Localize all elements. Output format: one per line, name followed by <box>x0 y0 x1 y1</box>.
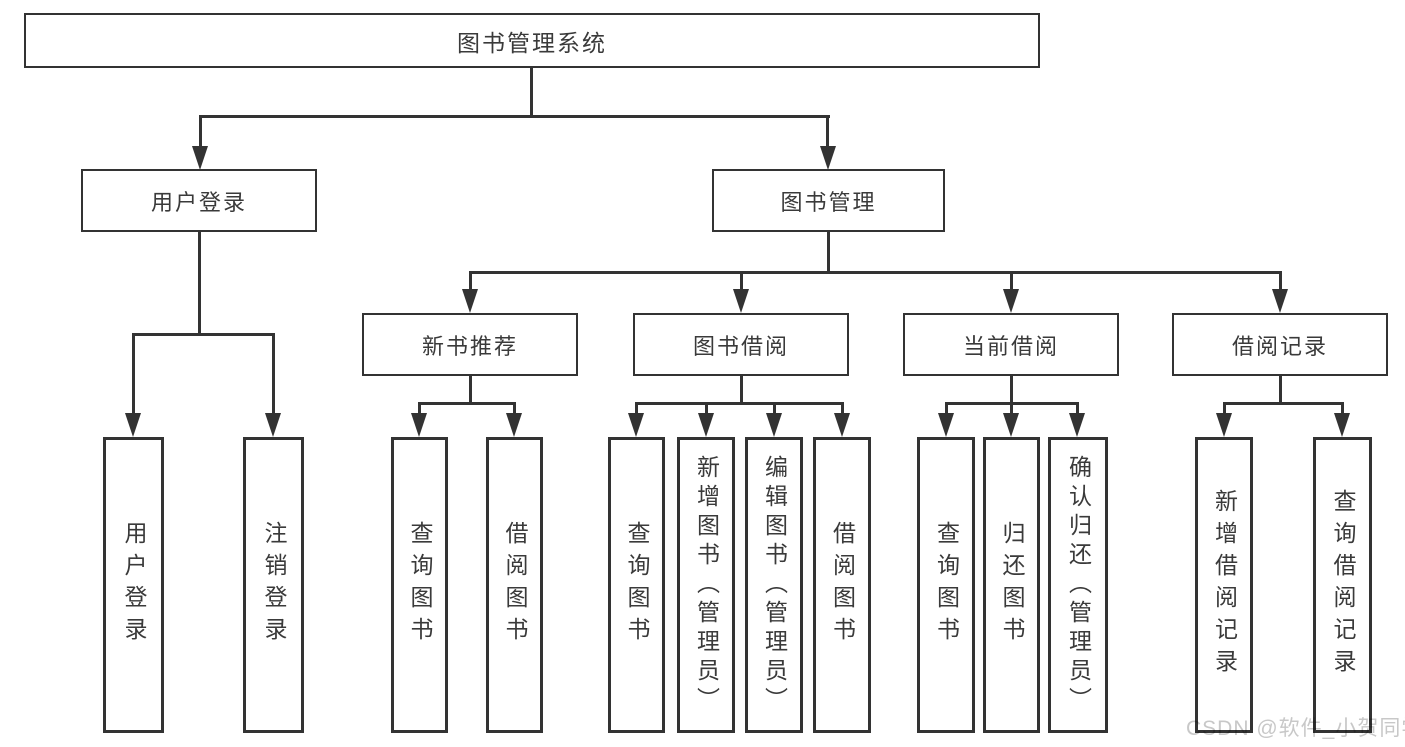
arrowhead-down-leaf-nbr-borrow <box>506 413 522 437</box>
connector-book-borrow-stem <box>740 376 743 405</box>
connector-new-book-recommend-stem <box>469 376 472 405</box>
connector-to-leaf-bb-query <box>635 402 638 415</box>
arrowhead-down-book-borrow <box>733 289 749 313</box>
connector-root-stem <box>530 68 533 117</box>
arrowhead-down-user-login <box>192 146 208 170</box>
connector-borrow-record-stem <box>1279 376 1282 405</box>
node-borrow-record: 借阅记录 <box>1172 313 1388 376</box>
connector-book-borrow-split <box>635 402 843 405</box>
node-book-borrow-label: 图书借阅 <box>692 333 789 359</box>
node-current-borrow: 当前借阅 <box>903 313 1119 376</box>
leaf-cb-confirm-return-admin-label: 确认归还（管理员） <box>1065 454 1092 716</box>
leaf-br-add-record-label: 新增借阅记录 <box>1211 489 1238 681</box>
arrowhead-down-leaf-cb-confirm <box>1069 413 1085 437</box>
leaf-cb-return-book-label: 归还图书 <box>999 521 1025 649</box>
connector-to-book-borrow <box>740 271 743 291</box>
leaf-nbr-query-book: 查询图书 <box>391 437 448 733</box>
node-borrow-record-label: 借阅记录 <box>1231 333 1328 359</box>
leaf-logout-login: 注销登录 <box>243 437 304 733</box>
leaf-user-login-label: 用户登录 <box>121 521 147 649</box>
connector-to-current-borrow <box>1010 271 1013 291</box>
connector-to-new-book-recommend <box>469 271 472 291</box>
connector-to-leaf-nbr-query <box>418 402 421 415</box>
connector-to-leaf-cb-confirm <box>1076 402 1079 415</box>
arrowhead-down-leaf-bb-add <box>698 413 714 437</box>
connector-to-leaf-cb-query <box>945 402 948 415</box>
connector-to-leaf-user-login <box>132 333 135 415</box>
connector-to-book-management <box>826 115 829 148</box>
arrowhead-down-borrow-record <box>1272 289 1288 313</box>
connector-to-leaf-bb-edit <box>773 402 776 415</box>
connector-to-leaf-br-add <box>1223 402 1226 415</box>
leaf-nbr-borrow-book-label: 借阅图书 <box>502 521 528 649</box>
leaf-logout-login-label: 注销登录 <box>261 521 287 649</box>
leaf-bb-query-book: 查询图书 <box>608 437 665 733</box>
arrowhead-down-leaf-cb-query <box>938 413 954 437</box>
connector-current-borrow-stem <box>1010 376 1013 405</box>
arrowhead-down-leaf-br-query <box>1334 413 1350 437</box>
connector-user-login-stem <box>198 232 201 336</box>
leaf-br-query-record: 查询借阅记录 <box>1313 437 1372 733</box>
connector-to-leaf-logout <box>272 333 275 415</box>
arrowhead-down-current-borrow <box>1003 289 1019 313</box>
leaf-br-add-record: 新增借阅记录 <box>1195 437 1253 733</box>
arrowhead-down-leaf-logout <box>265 413 281 437</box>
leaf-cb-confirm-return-admin: 确认归还（管理员） <box>1048 437 1108 733</box>
arrowhead-down-leaf-bb-query <box>628 413 644 437</box>
connector-new-book-recommend-split <box>418 402 516 405</box>
connector-to-leaf-cb-return <box>1010 402 1013 415</box>
leaf-bb-borrow-book-label: 借阅图书 <box>829 521 856 649</box>
leaf-bb-query-book-label: 查询图书 <box>624 521 650 649</box>
connector-to-borrow-record <box>1279 271 1282 291</box>
node-user-login-label: 用户登录 <box>150 189 247 215</box>
connector-root-split <box>199 115 830 118</box>
arrowhead-down-leaf-user-login <box>125 413 141 437</box>
connector-book-management-stem <box>827 232 830 274</box>
node-new-book-recommend-label: 新书推荐 <box>421 333 518 359</box>
node-user-login: 用户登录 <box>81 169 317 232</box>
node-current-borrow-label: 当前借阅 <box>962 333 1059 359</box>
csdn-watermark: CSDN @软件_小贺同学 <box>1186 717 1405 740</box>
leaf-nbr-query-book-label: 查询图书 <box>407 521 433 649</box>
leaf-bb-edit-book-admin-label: 编辑图书（管理员） <box>761 454 788 716</box>
connector-to-user-login <box>199 115 202 148</box>
connector-borrow-record-split <box>1223 402 1344 405</box>
connector-book-management-split <box>469 271 1281 274</box>
leaf-cb-query-book: 查询图书 <box>917 437 975 733</box>
node-book-management: 图书管理 <box>712 169 945 232</box>
connector-user-login-split <box>132 333 275 336</box>
leaf-cb-return-book: 归还图书 <box>983 437 1040 733</box>
arrowhead-down-leaf-br-add <box>1216 413 1232 437</box>
leaf-bb-borrow-book: 借阅图书 <box>813 437 871 733</box>
arrowhead-down-new-book-recommend <box>462 289 478 313</box>
leaf-user-login: 用户登录 <box>103 437 164 733</box>
node-library-system-label: 图书管理系统 <box>457 29 607 56</box>
leaf-cb-query-book-label: 查询图书 <box>933 521 960 649</box>
leaf-nbr-borrow-book: 借阅图书 <box>486 437 543 733</box>
arrowhead-down-book-management <box>820 146 836 170</box>
connector-to-leaf-br-query <box>1341 402 1344 415</box>
arrowhead-down-leaf-nbr-query <box>411 413 427 437</box>
node-book-borrow: 图书借阅 <box>633 313 849 376</box>
node-new-book-recommend: 新书推荐 <box>362 313 578 376</box>
node-library-system: 图书管理系统 <box>24 13 1040 68</box>
connector-to-leaf-bb-borrow <box>841 402 844 415</box>
arrowhead-down-leaf-bb-borrow <box>834 413 850 437</box>
leaf-br-query-record-label: 查询借阅记录 <box>1330 489 1356 681</box>
connector-to-leaf-bb-add <box>705 402 708 415</box>
node-book-management-label: 图书管理 <box>780 189 877 215</box>
leaf-bb-edit-book-admin: 编辑图书（管理员） <box>745 437 803 733</box>
connector-to-leaf-nbr-borrow <box>513 402 516 415</box>
leaf-bb-add-book-admin: 新增图书（管理员） <box>677 437 735 733</box>
arrowhead-down-leaf-bb-edit <box>766 413 782 437</box>
arrowhead-down-leaf-cb-return <box>1003 413 1019 437</box>
leaf-bb-add-book-admin-label: 新增图书（管理员） <box>693 454 720 716</box>
